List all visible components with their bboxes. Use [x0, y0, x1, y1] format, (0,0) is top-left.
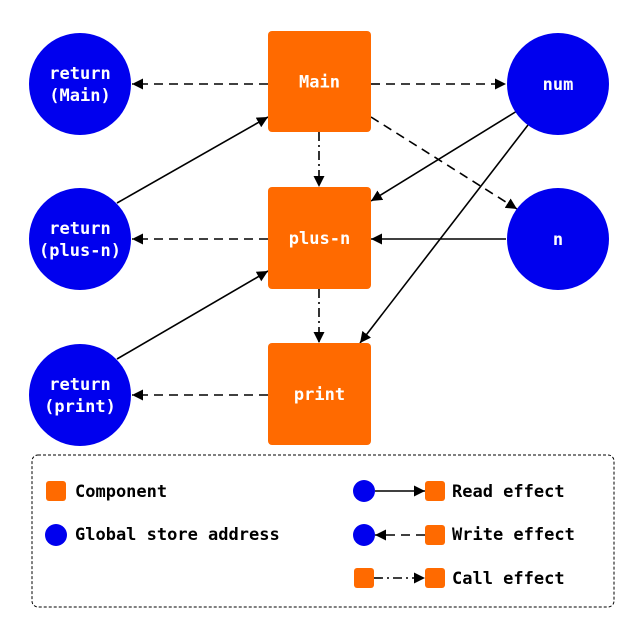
node-return-main: return (Main): [29, 33, 131, 135]
edge-read-num-to-print: [359, 124, 529, 344]
legend-write-circle: [353, 524, 375, 546]
legend-read-box: [425, 481, 445, 501]
component-box: [268, 31, 371, 132]
node-label-line-1: return: [49, 219, 110, 239]
legend-call-box-from: [354, 568, 374, 588]
component-box: [268, 343, 371, 445]
node-label-line-1: return: [49, 375, 110, 395]
legend-item-global-address: Global store address: [45, 524, 280, 546]
global-address-circle: [29, 188, 131, 290]
legend-component-swatch: [46, 481, 66, 501]
legend-global-swatch: [45, 524, 67, 546]
node-label: num: [543, 75, 574, 95]
component-box: [268, 187, 371, 289]
node-label-line-2: (Main): [49, 86, 110, 106]
global-address-circle: [29, 344, 131, 446]
legend-item-write-effect: Write effect: [353, 524, 575, 546]
legend: Component Global store address Read effe…: [31, 454, 615, 608]
legend-frame: [31, 454, 615, 608]
edge-read-return-plus-n-to-main: [116, 116, 269, 204]
global-address-circle: [29, 33, 131, 135]
node-main: Main: [268, 31, 371, 132]
node-label-line-2: (print): [44, 397, 116, 417]
legend-call-box-to: [425, 568, 445, 588]
node-label-line-1: return: [49, 64, 110, 84]
edge-read-num-to-plus-n: [370, 110, 518, 202]
node-plus-n: plus-n: [268, 187, 371, 289]
legend-label: Read effect: [452, 482, 565, 502]
node-num: num: [507, 33, 609, 135]
edge-write-main-to-n: [370, 116, 518, 210]
node-return-print: return (print): [29, 344, 131, 446]
global-address-circle: [507, 188, 609, 290]
node-label: print: [294, 385, 345, 405]
legend-item-component: Component: [46, 481, 167, 502]
legend-label: Component: [75, 482, 167, 502]
legend-item-call-effect: Call effect: [354, 568, 565, 589]
legend-read-circle: [353, 480, 375, 502]
legend-write-box: [425, 525, 445, 545]
node-print: print: [268, 343, 371, 445]
legend-label: Write effect: [452, 525, 575, 545]
node-label: plus-n: [289, 229, 350, 249]
legend-label: Global store address: [75, 525, 280, 545]
node-label: Main: [299, 73, 340, 93]
node-label-line-2: (plus-n): [39, 241, 121, 261]
node-return-plus-n: return (plus-n): [29, 188, 131, 290]
legend-label: Call effect: [452, 569, 565, 589]
node-n: n: [507, 188, 609, 290]
legend-item-read-effect: Read effect: [353, 480, 565, 502]
edge-read-return-print-to-plus-n: [116, 270, 269, 360]
global-address-circle: [507, 33, 609, 135]
edges: [116, 78, 529, 401]
node-label: n: [553, 230, 563, 250]
